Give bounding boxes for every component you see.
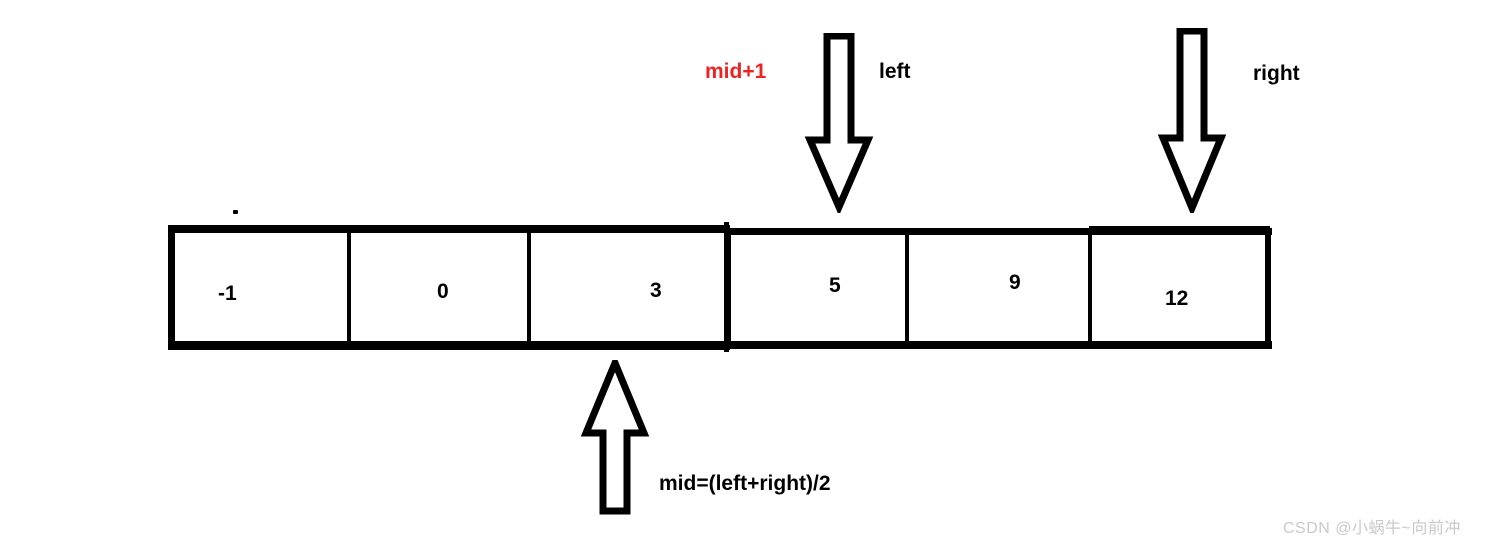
array-bottom-rail-right bbox=[728, 341, 1272, 349]
right-pointer-arrow-icon bbox=[1157, 27, 1227, 218]
left-pointer-arrow-icon bbox=[804, 32, 874, 216]
array-right-endcap bbox=[1265, 228, 1271, 349]
array-cell-2 bbox=[528, 225, 728, 349]
array-cell-2-value: 3 bbox=[650, 279, 662, 302]
stray-ink-dot bbox=[233, 210, 238, 214]
array-cell-3-value: 5 bbox=[829, 274, 841, 297]
array-cell-0 bbox=[170, 227, 350, 349]
mid-pointer-arrow-icon bbox=[578, 353, 652, 515]
csdn-watermark: CSDN @小蜗牛~向前冲 bbox=[1283, 520, 1461, 537]
array-top-rail-right bbox=[728, 228, 1272, 235]
array-cell-4 bbox=[906, 228, 1091, 348]
mid-plus-one-label: mid+1 bbox=[705, 60, 767, 83]
array-cell-5 bbox=[1089, 226, 1270, 348]
array-cell-4-value: 9 bbox=[1009, 271, 1021, 294]
array-bottom-rail-left bbox=[168, 341, 730, 350]
array-cell-5-value: 12 bbox=[1165, 287, 1189, 310]
mid-boundary-divider bbox=[724, 222, 729, 352]
mid-formula-label: mid=(left+right)/2 bbox=[659, 472, 831, 495]
array-cell-1-value: 0 bbox=[437, 280, 449, 303]
left-pointer-label: left bbox=[879, 60, 911, 83]
right-pointer-label: right bbox=[1253, 62, 1300, 85]
array-cell-0-value: -1 bbox=[218, 282, 237, 305]
array-cell-3 bbox=[728, 228, 908, 348]
array-top-rail-left bbox=[168, 225, 730, 233]
array-left-endcap bbox=[168, 225, 175, 350]
